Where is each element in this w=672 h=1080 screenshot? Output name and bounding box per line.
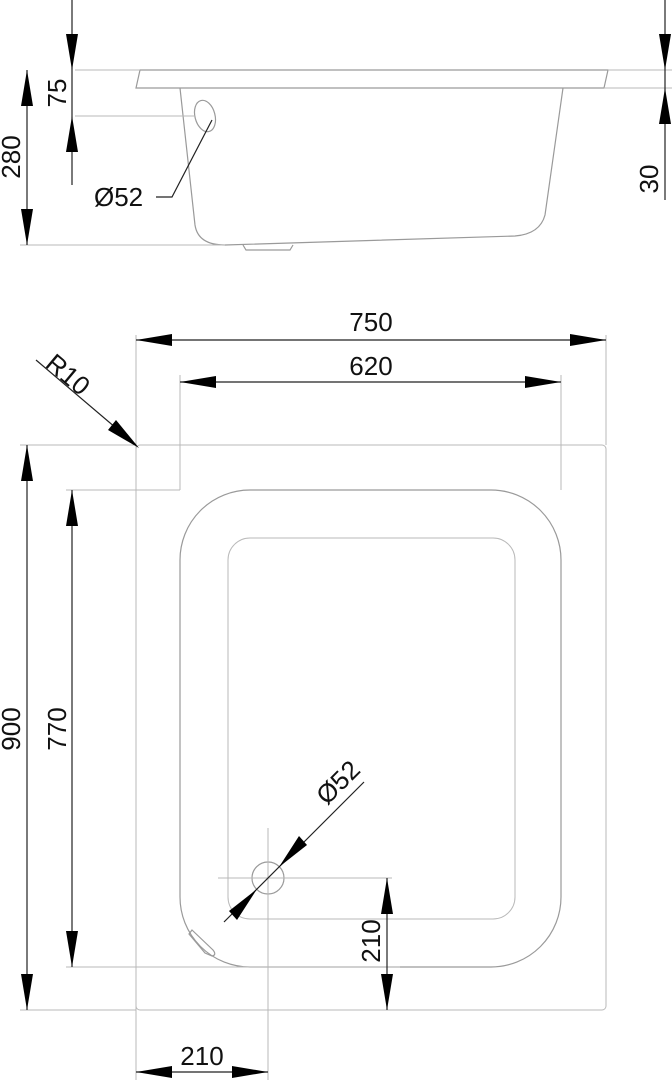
dim-inner-length: 770 xyxy=(42,707,72,750)
arrow-icon xyxy=(229,889,257,920)
dim-total-height: 280 xyxy=(0,135,26,178)
dim-inner-width: 620 xyxy=(349,351,392,381)
arrow-icon xyxy=(570,334,606,346)
arrow-icon xyxy=(21,209,33,245)
arrow-icon xyxy=(232,1066,268,1078)
dim-drain-offset-horizontal: 210 xyxy=(180,1041,223,1071)
arrow-icon xyxy=(66,116,78,152)
arrow-icon xyxy=(381,974,393,1010)
plan-overflow-slot xyxy=(188,929,216,957)
arrow-icon xyxy=(279,836,307,867)
arrow-icon xyxy=(66,931,78,967)
side-view-basin xyxy=(179,87,564,246)
arrow-icon xyxy=(525,376,561,388)
arrow-icon xyxy=(659,88,671,124)
arrow-icon xyxy=(108,420,139,448)
side-view: 75 280 Ø52 30 xyxy=(0,0,672,251)
dim-step-height: 30 xyxy=(634,165,664,194)
arrow-icon xyxy=(381,878,393,914)
arrow-icon xyxy=(66,490,78,526)
arrow-icon xyxy=(21,445,33,481)
dim-plan-drain-diameter: Ø52 xyxy=(310,754,366,810)
plan-basin-floor xyxy=(227,537,516,920)
arrow-icon xyxy=(659,34,671,70)
arrow-icon xyxy=(136,334,172,346)
dim-drain-offset-vertical: 210 xyxy=(356,919,386,962)
dim-corner-radius: R10 xyxy=(40,348,96,402)
arrow-icon xyxy=(136,1066,172,1078)
arrow-icon xyxy=(180,376,216,388)
dim-outer-length: 900 xyxy=(0,707,26,750)
side-view-overflow-hole xyxy=(193,99,217,133)
arrow-icon xyxy=(21,974,33,1010)
side-view-drain-outlet xyxy=(242,244,294,251)
dim-side-drain-diameter: Ø52 xyxy=(94,182,143,212)
dim-rim-height: 75 xyxy=(42,79,72,108)
plan-inner-basin xyxy=(179,489,562,968)
leader-line xyxy=(156,119,213,198)
side-view-rim xyxy=(135,69,609,89)
arrow-icon xyxy=(21,70,33,106)
arrow-icon xyxy=(66,34,78,70)
plan-view: 750 620 R10 900 770 Ø52 210 21 xyxy=(0,307,607,1080)
dim-outer-width: 750 xyxy=(349,307,392,337)
